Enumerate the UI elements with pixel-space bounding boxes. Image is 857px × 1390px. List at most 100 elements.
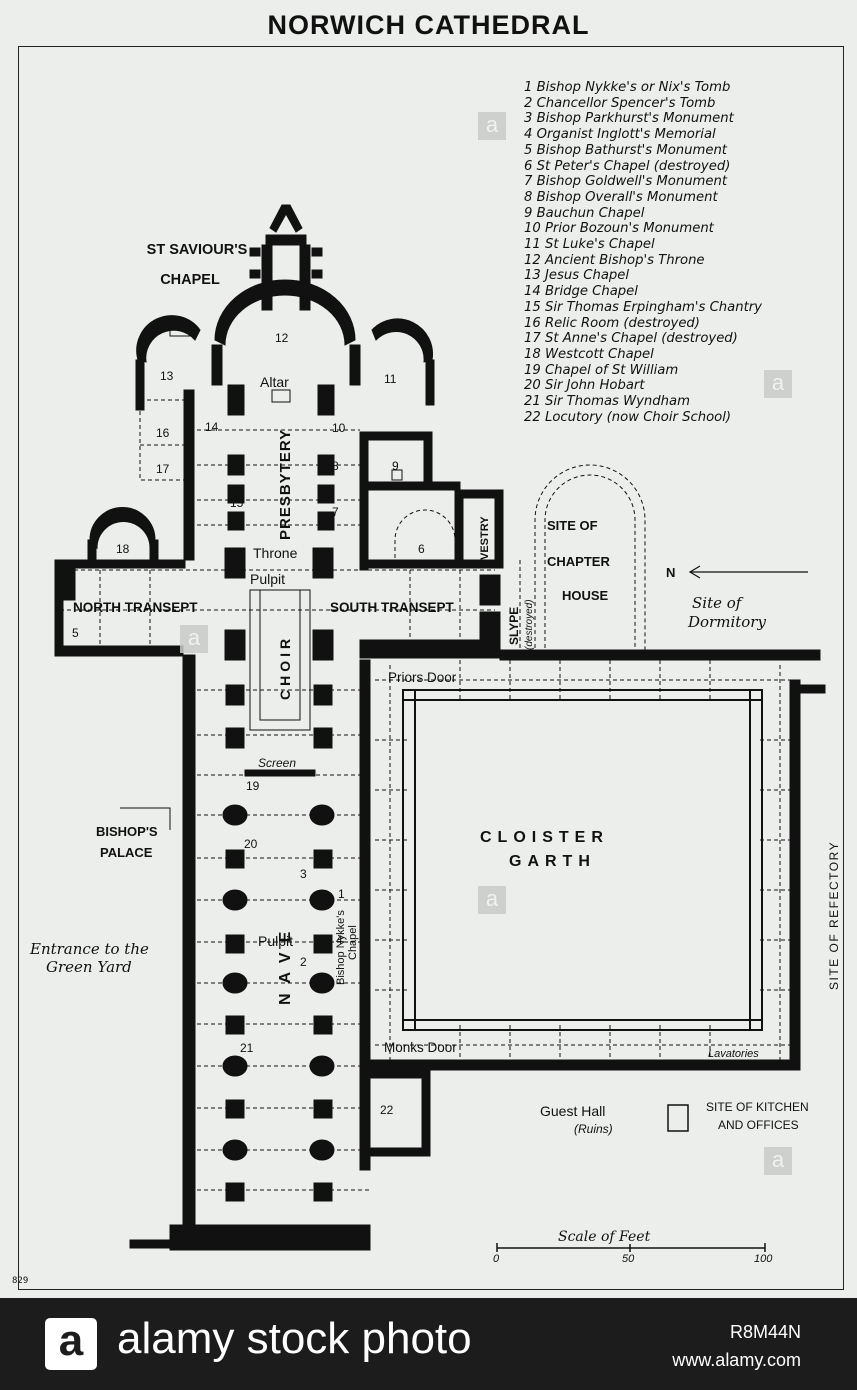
legend-item: 7 Bishop Goldwell's Monument: [524, 174, 728, 190]
scale-tick-50: 50: [622, 1253, 635, 1265]
marker-17: 17: [156, 462, 170, 476]
label-lavatories: Lavatories: [708, 1048, 759, 1060]
watermark-footer: [0, 1298, 857, 1390]
label-bishops-palace-2: PALACE: [100, 845, 153, 860]
marker-21: 21: [240, 1041, 254, 1055]
label-ruins: (Ruins): [574, 1122, 613, 1136]
marker-13: 13: [160, 369, 174, 383]
legend-item: 13 Jesus Chapel: [524, 268, 630, 284]
label-chapter-house-1: SITE OF: [547, 518, 598, 533]
legend-item: 18 Westcott Chapel: [524, 346, 654, 362]
label-nave: NAVE: [277, 922, 294, 1005]
dashed-grid: [60, 399, 800, 1191]
legend-item: 11 St Luke's Chapel: [524, 237, 655, 253]
label-bishops-palace-1: BISHOP'S: [96, 824, 158, 839]
label-vestry: VESTRY: [479, 516, 491, 560]
label-presbytery: PRESBYTERY: [277, 429, 294, 540]
label-slype: SLYPE: [507, 607, 521, 645]
label-cloister: CLOISTER: [480, 829, 609, 846]
label-pulpit-nave: Pulpit: [258, 933, 293, 949]
plate-number: 829: [12, 1276, 29, 1286]
map-frame: [18, 46, 844, 1290]
marker-5: 5: [72, 626, 79, 640]
marker-10: 10: [332, 421, 346, 435]
marker-1: 1: [338, 887, 345, 901]
legend: 1 Bishop Nykke's or Nix's Tomb 2 Chancel…: [524, 80, 762, 425]
legend-item: 9 Bauchun Chapel: [524, 205, 645, 221]
legend-item: 12 Ancient Bishop's Throne: [524, 252, 705, 268]
north-arrow-label: N: [666, 565, 675, 580]
marker-7: 7: [332, 505, 339, 519]
legend-item: 20 Sir John Hobart: [524, 378, 645, 394]
label-dormitory-1: Site of: [692, 594, 744, 612]
label-entrance-1: Entrance to the: [29, 940, 149, 958]
marker-9: 9: [392, 459, 399, 473]
legend-item: 4 Organist Inglott's Memorial: [524, 127, 716, 143]
legend-item: 8 Bishop Overall's Monument: [524, 189, 718, 205]
label-pulpit-choir: Pulpit: [250, 571, 285, 587]
label-chapter-house-2: CHAPTER: [547, 554, 610, 569]
marker-20: 20: [244, 837, 258, 851]
label-refectory: SITE OF REFECTORY: [827, 841, 841, 990]
label-choir: CHOIR: [277, 635, 293, 700]
legend-item: 3 Bishop Parkhurst's Monument: [524, 111, 734, 127]
marker-19: 19: [246, 779, 260, 793]
legend-item: 6 St Peter's Chapel (destroyed): [524, 158, 731, 174]
scale-tick-100: 100: [754, 1253, 773, 1265]
watermark-logo-icon: a: [764, 370, 792, 398]
map-title: NORWICH CATHEDRAL: [267, 10, 590, 40]
plan-numbers: 1 2 3 4 5 6 7 8 9 10 11 12 13 14 15 16 1…: [72, 331, 425, 1117]
solid-walls: [54, 204, 826, 1252]
label-dormitory-2: Dormitory: [687, 613, 766, 631]
label-screen: Screen: [258, 756, 296, 770]
legend-item: 22 Locutory (now Choir School): [524, 409, 732, 425]
label-priors-door: Priors Door: [388, 670, 457, 685]
label-nykke-chapel-1: Bishop Nykke's: [335, 910, 347, 985]
label-guest-hall: Guest Hall: [540, 1103, 605, 1119]
legend-item: 10 Prior Bozoun's Monument: [524, 221, 714, 237]
label-garth: GARTH: [509, 853, 596, 870]
marker-3: 3: [300, 867, 307, 881]
label-entrance-2: Green Yard: [46, 958, 132, 976]
label-throne: Throne: [253, 545, 298, 561]
marker-11: 11: [384, 372, 397, 386]
label-slype-destroyed: (destroyed): [524, 599, 535, 650]
plan-labels: ST SAVIOUR'S CHAPEL Altar PRESBYTERY Thr…: [29, 242, 841, 1265]
map-page: NORWICH CATHEDRAL 1 Bishop Nykke's or Ni…: [12, 10, 844, 1290]
legend-item: 1 Bishop Nykke's or Nix's Tomb: [524, 80, 731, 95]
marker-15: 15: [230, 496, 244, 510]
watermark-logo-icon: a: [180, 625, 208, 653]
legend-item: 15 Sir Thomas Erpingham's Chantry: [524, 299, 762, 315]
alamy-brand-text: alamy stock photo: [117, 1314, 472, 1363]
legend-item: 16 Relic Room (destroyed): [524, 315, 700, 331]
alamy-logo-icon: a: [45, 1318, 97, 1370]
label-st-saviours: ST SAVIOUR'S: [147, 242, 248, 258]
watermark-logo-icon: a: [478, 886, 506, 914]
marker-6: 6: [418, 542, 425, 556]
label-monks-door: Monks Door: [384, 1040, 457, 1055]
scale-tick-0: 0: [493, 1253, 500, 1265]
legend-item: 5 Bishop Bathurst's Monument: [524, 142, 727, 158]
label-altar: Altar: [260, 374, 289, 390]
cathedral-plan: ST SAVIOUR'S CHAPEL Altar PRESBYTERY Thr…: [29, 204, 841, 1265]
watermark-logo-icon: a: [478, 112, 506, 140]
label-kitchen-2: AND OFFICES: [718, 1118, 799, 1132]
marker-14: 14: [205, 420, 219, 434]
marker-2: 2: [300, 955, 307, 969]
label-st-saviours-chapel: CHAPEL: [160, 272, 220, 288]
label-north-transept: NORTH TRANSEPT: [73, 600, 198, 615]
marker-16: 16: [156, 426, 170, 440]
legend-item: 14 Bridge Chapel: [524, 284, 638, 300]
alamy-url: www.alamy.com: [672, 1350, 801, 1370]
label-chapter-house-3: HOUSE: [562, 588, 609, 603]
legend-item: 2 Chancellor Spencer's Tomb: [524, 95, 716, 111]
marker-18: 18: [116, 542, 130, 556]
marker-4: 4: [336, 933, 343, 947]
legend-item: 21 Sir Thomas Wyndham: [524, 394, 690, 410]
marker-22: 22: [380, 1103, 394, 1117]
marker-12: 12: [275, 331, 289, 345]
legend-item: 19 Chapel of St William: [524, 362, 679, 378]
label-south-transept: SOUTH TRANSEPT: [330, 600, 455, 615]
image-id: R8M44N: [729, 1322, 801, 1342]
marker-8: 8: [332, 459, 339, 473]
